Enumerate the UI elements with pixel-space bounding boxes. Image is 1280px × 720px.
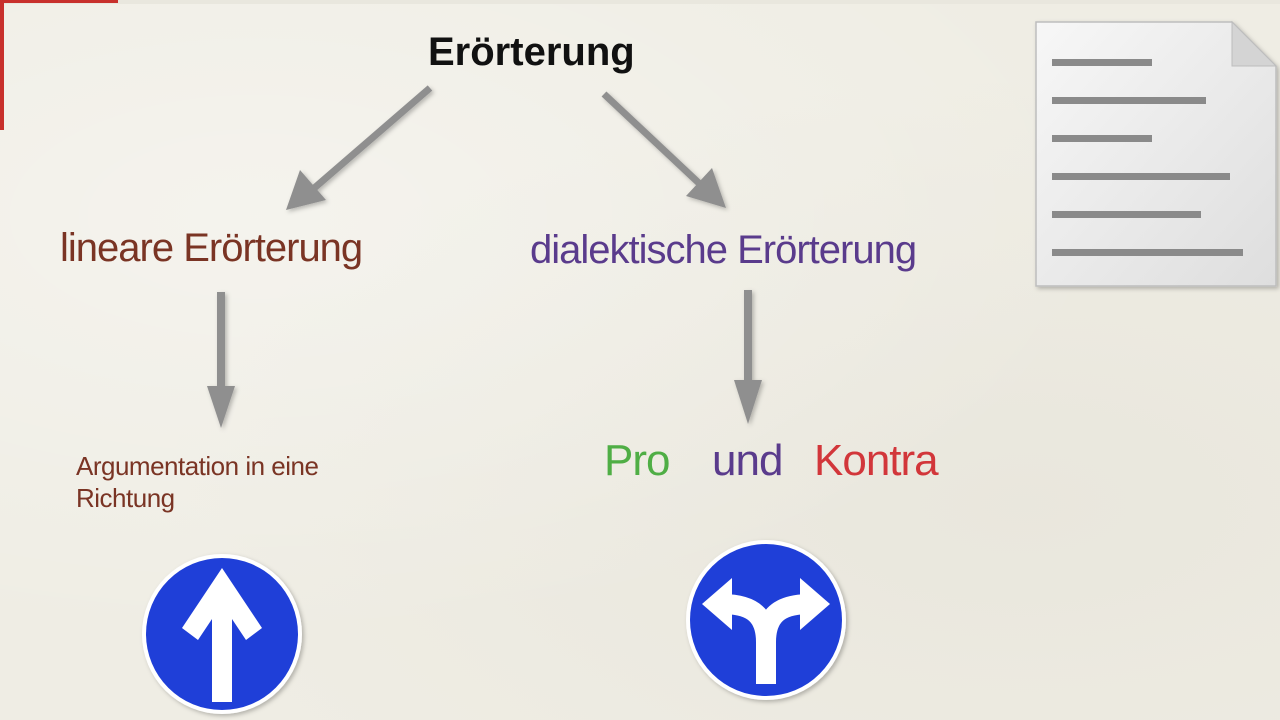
straight-ahead-arrow-icon <box>142 554 302 714</box>
window-accent-edge <box>0 0 4 130</box>
diagram-title: Erörterung <box>428 30 635 74</box>
kontra-label: Kontra <box>814 436 939 485</box>
arrow-to-dialectic <box>601 91 726 208</box>
document-icon <box>1035 20 1278 287</box>
dialectic-erörterung-label: dialektische Erörterung <box>530 228 917 272</box>
arrow-to-pro-kontra <box>734 290 762 424</box>
linear-erörterung-label: lineare Erörterung <box>60 226 363 270</box>
left-or-right-arrow-icon <box>686 540 846 700</box>
argumentation-description: Argumentation in eine Richtung <box>76 451 319 513</box>
und-label: und <box>712 436 783 485</box>
arrow-to-argumentation <box>207 292 235 428</box>
window-accent-top <box>0 0 118 3</box>
arrow-to-linear <box>286 85 433 210</box>
pro-label: Pro <box>604 436 670 485</box>
top-bar-strip <box>0 0 1280 4</box>
